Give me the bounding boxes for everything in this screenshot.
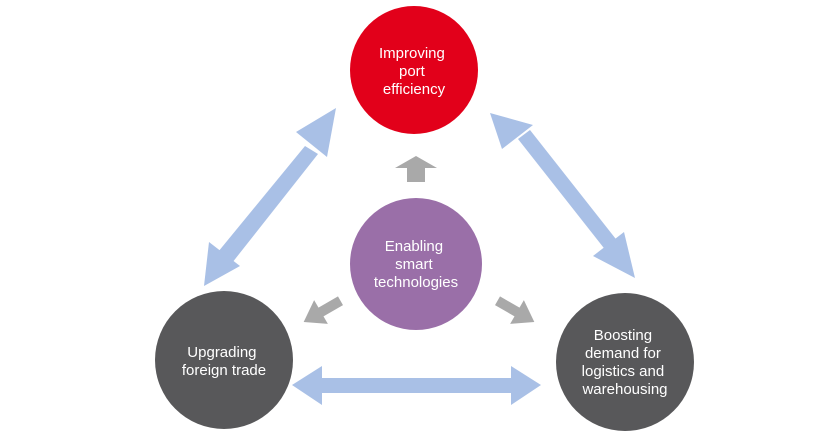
double-arrow-top-left <box>218 146 318 263</box>
svg-text:Enabling smart tec: Enabling smart technologies <box>374 238 458 291</box>
node-center-circle <box>350 198 482 330</box>
node-right-circle <box>556 293 694 431</box>
gray-arrow-up <box>395 156 437 182</box>
gray-arrows <box>303 156 535 324</box>
node-top-label-line-2: port <box>399 63 426 80</box>
double-arrow-top-left-head-top <box>296 108 336 157</box>
node-top-label-line-1: Improving <box>379 45 445 62</box>
node-top-circle <box>350 6 478 134</box>
double-arrow-bottom <box>318 378 515 393</box>
double-arrow-bottom-head-left <box>292 366 322 405</box>
node-center: Enabling smart technologies <box>350 198 482 330</box>
svg-text:Improving port eff: Improving port efficiency <box>379 45 449 98</box>
node-center-label-line-2: smart <box>395 256 433 273</box>
node-left-circle <box>155 291 293 429</box>
double-arrow-top-left-head-bottom <box>204 242 240 286</box>
node-right-label-line-2: demand for <box>585 345 661 362</box>
node-top: Improving port efficiency <box>350 6 478 134</box>
node-right-label-line-1: Boosting <box>594 327 652 344</box>
node-top-label-line-3: efficiency <box>383 81 446 98</box>
node-left: Upgrading foreign trade <box>155 291 293 429</box>
node-left-label-line-1: Upgrading <box>187 344 256 361</box>
node-right: Boosting demand for logistics and wareho… <box>556 293 694 431</box>
double-arrow-top-right-head-bottom <box>593 232 635 278</box>
node-left-label-line-2: foreign trade <box>182 362 266 379</box>
svg-text:Boosting demand for: Boosting demand for logistics and wareho… <box>581 327 668 398</box>
node-right-label-line-3: logistics and <box>582 363 665 380</box>
node-right-label-line-4: warehousing <box>581 381 667 398</box>
double-arrow-top-right-head-top <box>490 113 533 149</box>
double-arrow-top-right <box>518 130 619 252</box>
double-arrows <box>204 108 635 405</box>
double-arrow-bottom-head-right <box>511 366 541 405</box>
svg-text:Upgrading foreign trade: Upgrading foreign trade <box>182 344 266 379</box>
node-center-label-line-1: Enabling <box>385 238 443 255</box>
node-center-label-line-3: technologies <box>374 274 458 291</box>
gray-arrow-down-left <box>303 296 343 324</box>
gray-arrow-down-right <box>495 296 535 324</box>
